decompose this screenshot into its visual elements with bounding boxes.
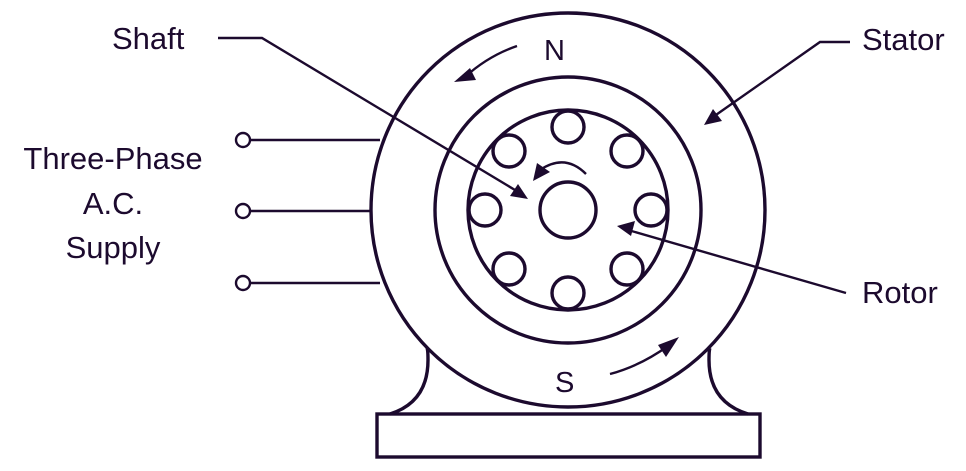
- rotor-bar: [491, 133, 527, 169]
- stator-leader-arrow-icon: [704, 40, 850, 125]
- shaft-label: Shaft: [112, 21, 185, 56]
- rotor-bar: [550, 109, 586, 145]
- terminal-icon: [234, 131, 252, 149]
- stator-label: Stator: [862, 22, 945, 57]
- rotor-bar: [491, 251, 527, 287]
- rotor-bar: [467, 192, 503, 228]
- rotor-bar: [609, 251, 645, 287]
- motor-base: [375, 412, 762, 459]
- supply-label-line2: A.C.: [83, 186, 143, 221]
- rotor-rotation-arrow-icon: [533, 161, 587, 181]
- supply-lead-1: [234, 131, 380, 149]
- supply-label-line1: Three-Phase: [23, 141, 202, 176]
- rotor-bar: [609, 133, 645, 169]
- stator-inner-ring: [433, 75, 703, 345]
- shaft-leader-arrow-icon: [218, 36, 528, 199]
- rotor-bar: [633, 192, 669, 228]
- rotor-label: Rotor: [862, 275, 938, 310]
- mount-foot-left: [389, 347, 430, 416]
- south-pole-label: S: [555, 367, 574, 399]
- rotor-bars: [467, 109, 669, 311]
- rotor-leader-arrow-icon: [617, 221, 847, 295]
- stator-outer-ring: [369, 11, 767, 409]
- field-rotation-arrow-south-icon: [609, 337, 679, 376]
- field-rotation-arrow-north-icon: [454, 44, 518, 82]
- mount-foot-right: [707, 347, 749, 416]
- supply-label-line3: Supply: [66, 230, 161, 265]
- north-pole-label: N: [544, 35, 565, 67]
- terminal-icon: [234, 274, 252, 292]
- shaft: [538, 180, 598, 240]
- rotor-bar: [550, 275, 586, 311]
- terminal-icon: [234, 202, 252, 220]
- supply-lead-2: [234, 202, 371, 220]
- supply-lead-3: [234, 274, 380, 292]
